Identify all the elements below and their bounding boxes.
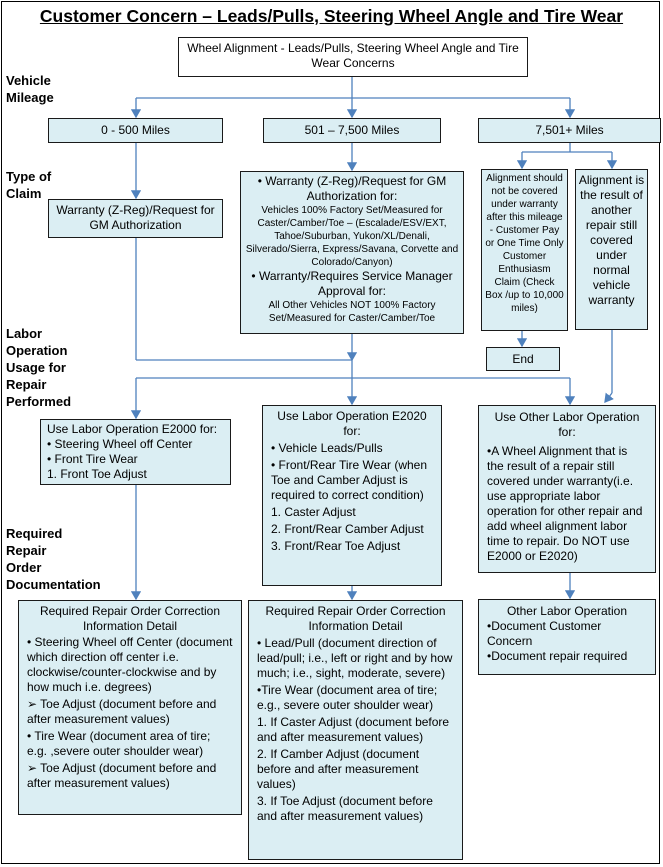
labor-e2000-item: • Steering Wheel off Center (47, 437, 193, 451)
doc-e2020-item: •Tire Wear (document area of tire; e.g.,… (257, 683, 438, 712)
claim-box-other-repair: Alignment is the result of another repai… (575, 169, 648, 330)
labor-box-other: Use Other Labor Operation for: •A Wheel … (478, 405, 656, 573)
page-title: Customer Concern – Leads/Pulls, Steering… (39, 6, 624, 26)
doc-box-e2000: Required Repair Order Correction Informa… (18, 600, 242, 815)
doc-e2000-item: • Tire Wear (document area of tire; e.g.… (27, 729, 211, 758)
claim-box-warranty-authorization: • Warranty (Z-Reg)/Request for GM Author… (240, 171, 464, 334)
labor-e2000-item: • Front Tire Wear (47, 452, 138, 466)
doc-box-e2020: Required Repair Order Correction Informa… (248, 600, 463, 860)
labor-other-title: Use Other Labor Operation for: (494, 410, 640, 439)
labor-box-e2000: Use Labor Operation E2000 for: • Steerin… (40, 419, 231, 485)
doc-e2020-item: • Lead/Pull (document direction of lead/… (257, 636, 453, 680)
label-labor-operation: Labor Operation Usage for Repair Perform… (6, 326, 72, 409)
labor-e2020-item: 1. Caster Adjust (271, 505, 356, 519)
doc-e2020-item: 2. If Camber Adjust (document before and… (257, 747, 420, 791)
label-type-of-claim: Type of Claim (6, 169, 52, 201)
labor-e2020-title: Use Labor Operation E2020 for: (277, 409, 427, 438)
labor-e2020-item: 3. Front/Rear Toe Adjust (271, 539, 401, 553)
labor-e2000-title: Use Labor Operation E2000 for: (47, 422, 218, 436)
doc-e2000-item: ➢ Toe Adjust (document before and after … (27, 697, 217, 726)
claim-box-customer-pay: Alignment should not be covered under wa… (481, 169, 568, 331)
doc-e2020-title: Required Repair Order Correction Informa… (265, 604, 446, 633)
mileage-box-7501-plus: 7,501+ Miles (478, 118, 661, 143)
labor-other-body: •A Wheel Alignment that is the result of… (487, 444, 643, 563)
doc-e2000-item: ➢ Toe Adjust (document before and after … (27, 761, 217, 790)
label-vehicle-mileage: Vehicle Mileage (6, 73, 54, 105)
labor-e2000-item: 1. Front Toe Adjust (47, 467, 147, 481)
doc-box-other: Other Labor Operation •Document Customer… (478, 599, 656, 675)
doc-other-title: Other Labor Operation (506, 604, 628, 618)
labor-e2020-item: • Front/Rear Tire Wear (when Toe and Cam… (271, 458, 428, 502)
doc-e2000-item: • Steering Wheel off Center (document wh… (27, 635, 233, 694)
mileage-box-0-500: 0 - 500 Miles (48, 118, 223, 143)
root-box: Wheel Alignment - Leads/Pulls, Steering … (178, 37, 528, 77)
mileage-box-501-7500: 501 – 7,500 Miles (263, 118, 441, 143)
doc-e2020-item: 3. If Toe Adjust (document before and af… (257, 794, 433, 823)
labor-e2020-item: • Vehicle Leads/Pulls (271, 441, 383, 455)
labor-box-e2020: Use Labor Operation E2020 for: • Vehicle… (262, 405, 442, 586)
doc-other-item: •Document Customer Concern (487, 619, 602, 648)
claim-box-warranty-request: Warranty (Z-Reg)/Request for GM Authoriz… (48, 199, 223, 238)
doc-e2000-title: Required Repair Order Correction Informa… (39, 604, 221, 633)
labor-e2020-item: 2. Front/Rear Camber Adjust (271, 522, 424, 536)
doc-e2020-item: 1. If Caster Adjust (document before and… (257, 715, 450, 744)
label-required-doc: Required Repair Order Documentation (6, 526, 101, 592)
end-box: End (486, 347, 560, 371)
doc-other-item: •Document repair required (487, 649, 628, 663)
